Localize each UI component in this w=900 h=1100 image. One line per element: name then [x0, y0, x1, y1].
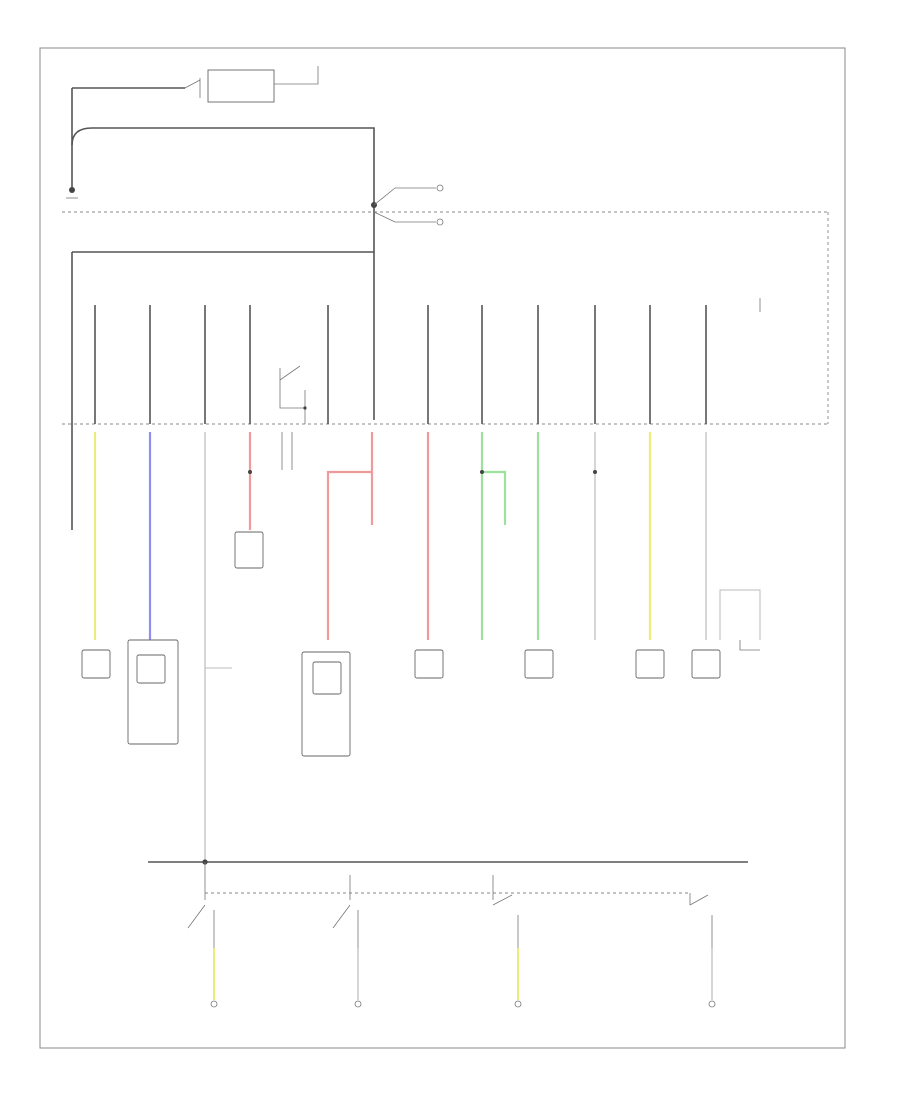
main-fuse-branches: [371, 184, 444, 226]
green-wire-group: [480, 432, 540, 640]
fuse-box-relay: [279, 365, 307, 424]
door-switch-2: [332, 875, 359, 1000]
connector-ends: [210, 1000, 716, 1008]
door-switch-4: [689, 893, 713, 1000]
fuse-box-bus: [62, 251, 830, 530]
components: [81, 531, 760, 757]
door-switch-1: [187, 862, 215, 1000]
battery-circuit: [66, 127, 375, 420]
red-wire-group: [248, 432, 430, 640]
fuse-drops: [94, 298, 761, 424]
diagram-frame: [39, 47, 846, 1049]
ignition-switch-circuit: [71, 66, 319, 190]
faint-wires: [204, 432, 761, 860]
door-switch-3: [492, 875, 519, 1000]
misc-black-wires: [248, 432, 597, 474]
